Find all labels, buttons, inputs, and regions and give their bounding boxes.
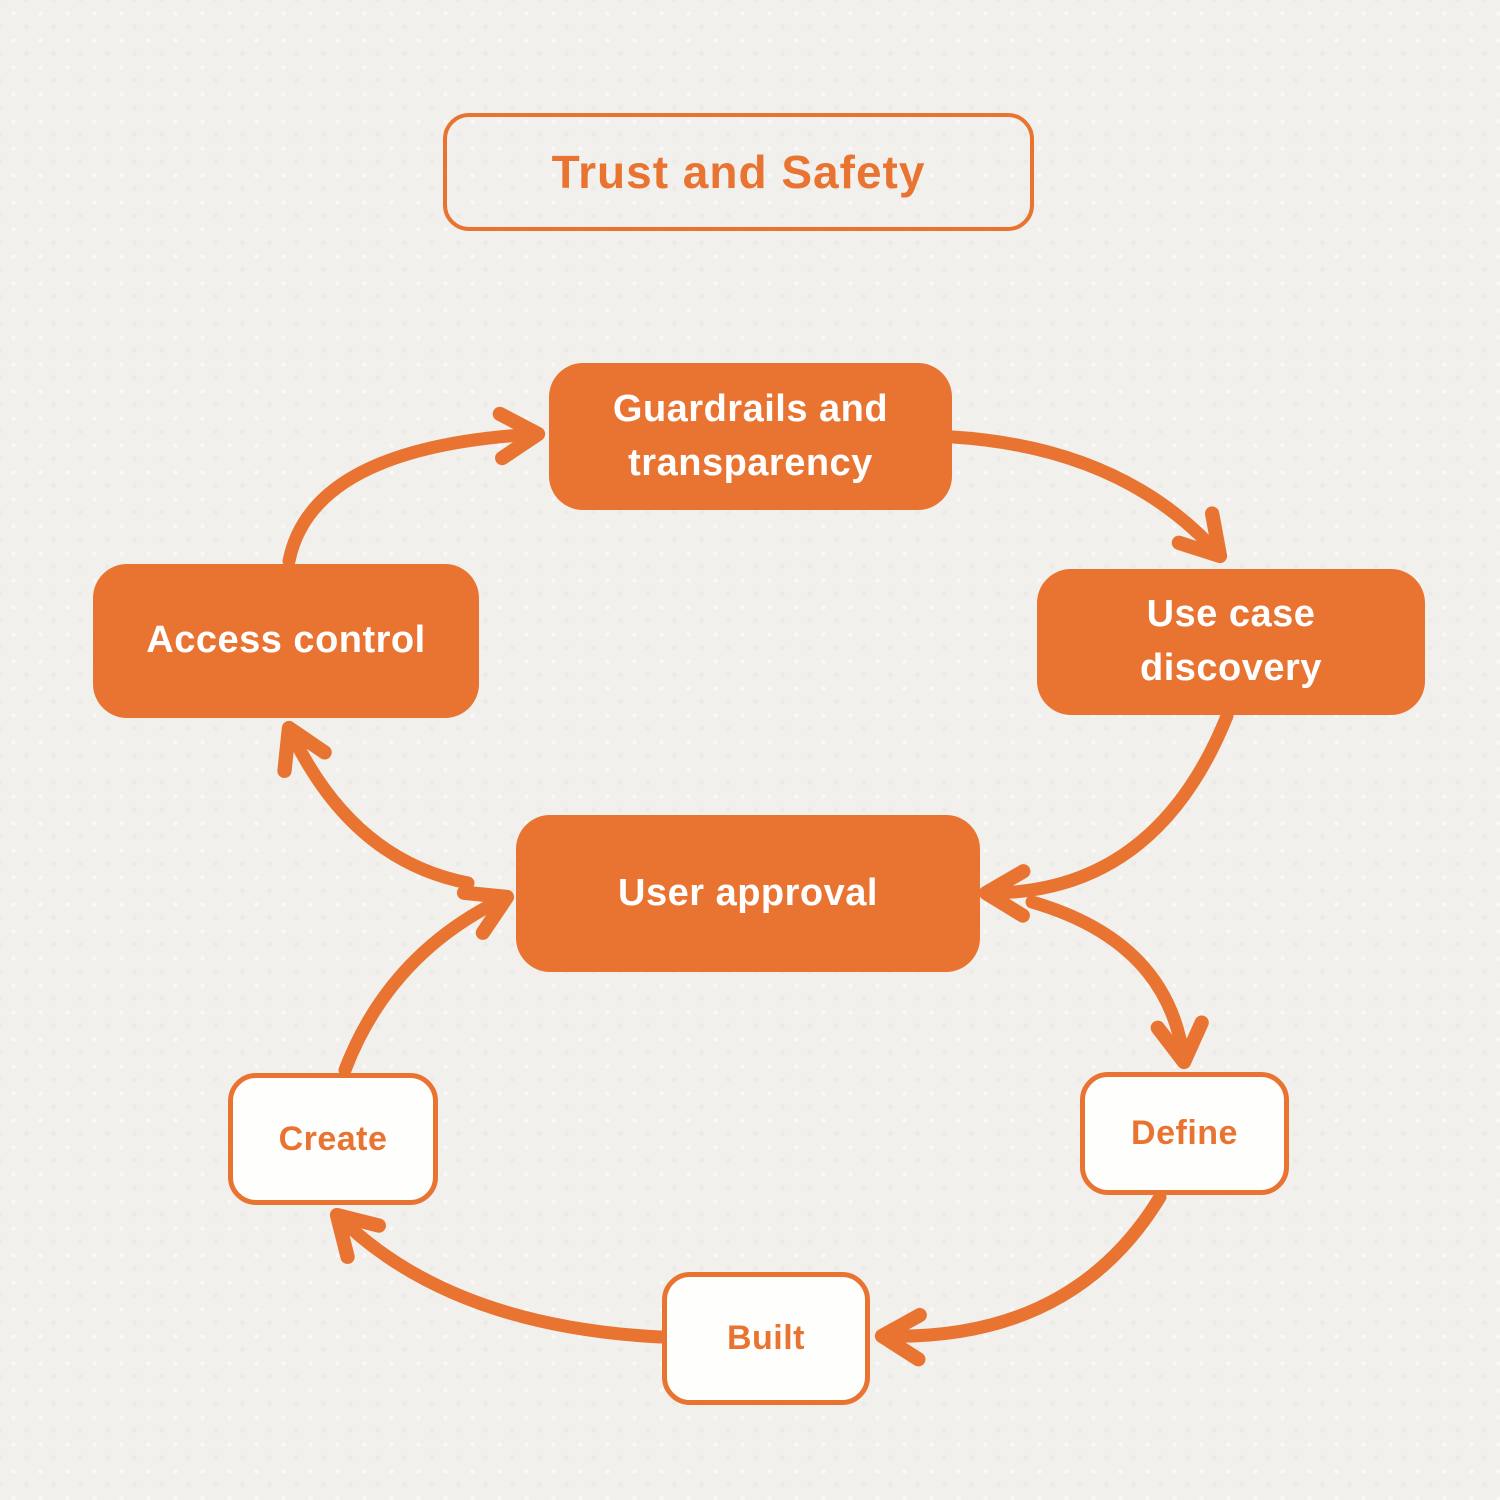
- node-guardrails-and-transparency: Guardrails and transparency: [549, 363, 952, 510]
- node-create: Create: [228, 1073, 438, 1205]
- arrow-guardrails-to-usecase: [946, 430, 1228, 564]
- node-label: Built: [726, 1319, 806, 1357]
- diagram-title-label: Trust and Safety: [551, 146, 926, 198]
- node-use-case-discovery: Use case discovery: [1037, 569, 1425, 715]
- node-label: Create: [278, 1119, 388, 1158]
- diagram-title: Trust and Safety: [443, 113, 1034, 231]
- node-access-control: Access control: [93, 564, 479, 718]
- arrow-create-to-approval: [338, 885, 515, 1077]
- node-label: Define: [1131, 1114, 1238, 1152]
- node-label: Use case discovery: [1140, 593, 1322, 689]
- node-label: Guardrails and transparency: [612, 387, 889, 484]
- node-label: Access control: [146, 619, 426, 662]
- arrow-define-to-built: [874, 1190, 1167, 1367]
- node-built: Built: [662, 1272, 870, 1405]
- arrow-approval-to-access: [277, 720, 475, 890]
- arrow-approval-to-define: [1025, 895, 1209, 1070]
- arrow-usecase-to-approval: [978, 709, 1234, 923]
- node-user-approval: User approval: [516, 815, 980, 972]
- node-define: Define: [1080, 1072, 1289, 1195]
- arrow-access-to-guardrails: [282, 406, 546, 568]
- node-label: User approval: [618, 871, 878, 914]
- arrow-built-to-create: [329, 1207, 667, 1344]
